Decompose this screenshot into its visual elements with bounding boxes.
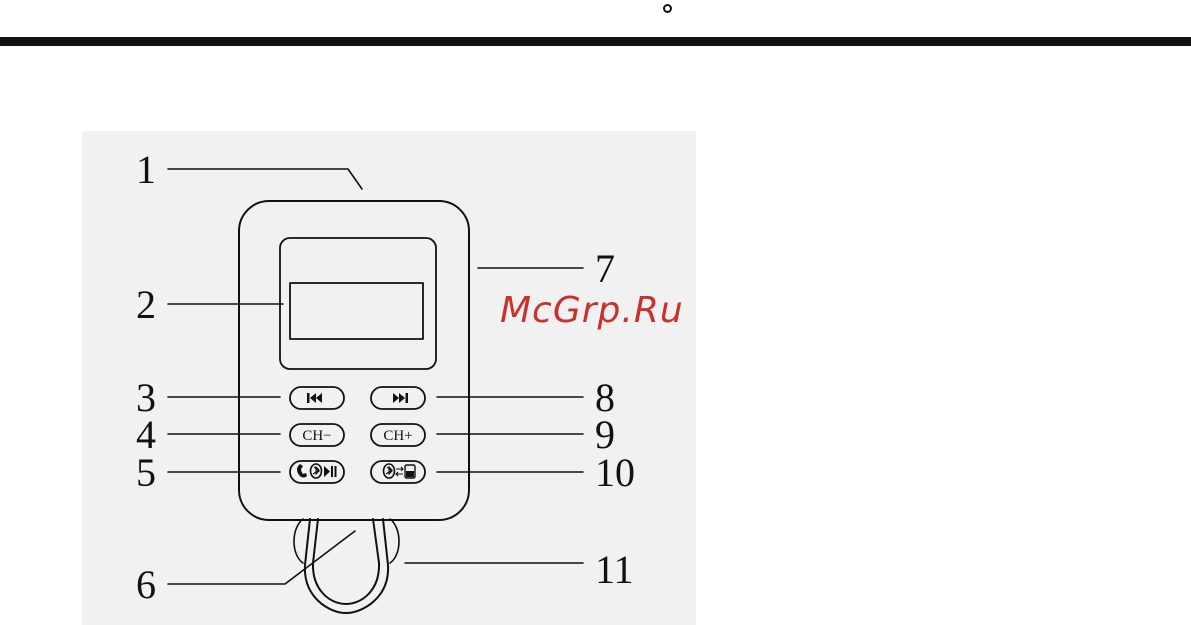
next-track-icon — [393, 393, 408, 403]
callout-1: 1 — [136, 147, 156, 192]
callout-11: 11 — [595, 547, 634, 592]
watermark: McGrp.Ru — [500, 290, 684, 331]
lcd-display — [290, 283, 423, 339]
leader-6 — [168, 531, 355, 584]
phone-device-icon — [405, 465, 415, 478]
bluetooth-icon — [384, 464, 395, 478]
play-pause-icon — [324, 466, 337, 477]
leader-1 — [168, 169, 362, 189]
bluetooth-icon — [311, 464, 322, 478]
ch-plus-label: CH+ — [383, 428, 412, 444]
phone-icon — [297, 464, 307, 478]
screen-bezel — [280, 238, 436, 369]
callout-10: 10 — [595, 450, 635, 495]
swap-arrows-icon — [396, 467, 403, 476]
callout-7: 7 — [595, 246, 615, 291]
prev-track-icon — [307, 393, 322, 403]
callout-6: 6 — [136, 562, 156, 607]
callout-5: 5 — [136, 450, 156, 495]
callout-2: 2 — [136, 282, 156, 327]
ch-minus-label: CH− — [302, 428, 331, 444]
